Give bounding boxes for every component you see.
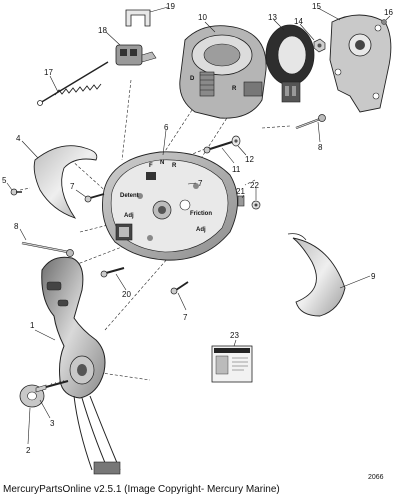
plate-label-n: N — [160, 160, 164, 166]
plate-label-f: F — [149, 163, 153, 169]
copyright-footer: MercuryPartsOnline v2.5.1 (Image Copyrig… — [3, 484, 280, 495]
screw-part-7-lower — [170, 281, 189, 295]
callout-4: 4 — [16, 134, 21, 143]
callout-17: 17 — [44, 68, 53, 77]
nut-part — [313, 38, 326, 53]
plate-label-detent: Detent — [120, 193, 139, 199]
callout-11: 11 — [232, 165, 241, 174]
callout-22: 22 — [250, 181, 259, 190]
plate-label-adj-2: Adj — [196, 227, 206, 233]
callout-21: 21 — [236, 187, 245, 196]
screw-part-7-upper — [84, 193, 105, 203]
shift-module-part: D R — [179, 25, 267, 119]
bolt-part-lower — [21, 241, 74, 257]
callout-8-left: 8 — [14, 222, 19, 231]
washer-part-12 — [231, 135, 241, 147]
crescent-cover-part — [287, 233, 346, 317]
assembly-lines — [19, 79, 291, 381]
screw-part-5 — [10, 188, 22, 196]
handle-part — [41, 256, 121, 475]
spring-cable-part — [37, 61, 109, 106]
callout-10: 10 — [198, 13, 207, 22]
figure-number: 2066 — [368, 474, 384, 481]
callout-15: 15 — [312, 2, 321, 11]
callout-23: 23 — [230, 331, 239, 340]
callout-7-upper: 7 — [70, 182, 75, 191]
bolt-part-upper — [295, 114, 326, 130]
bracket-clip-part — [125, 9, 151, 27]
upper-cover-part — [33, 145, 98, 219]
callout-6: 6 — [164, 123, 169, 132]
callout-13: 13 — [268, 13, 277, 22]
callout-3: 3 — [50, 419, 55, 428]
module-letter-d: D — [190, 76, 195, 82]
callout-7-lower: 7 — [183, 313, 188, 322]
callout-2: 2 — [26, 446, 31, 455]
leader-lines — [6, 6, 391, 445]
callout-20: 20 — [122, 290, 131, 299]
callout-19: 19 — [166, 2, 175, 11]
callout-8-right: 8 — [318, 143, 323, 152]
plate-label-adj: Adj — [124, 213, 134, 219]
module-letter-r: R — [232, 86, 237, 92]
callout-16: 16 — [384, 8, 393, 17]
callout-numbers: 1 2 3 4 5 6 7 7 7 8 8 9 10 11 12 13 14 1… — [2, 2, 393, 455]
main-plate-part: F N R Detent Adj Friction Adj — [101, 151, 238, 261]
callout-9: 9 — [371, 272, 376, 281]
plate-label-friction: Friction — [190, 211, 212, 217]
plate-label-r: R — [172, 163, 177, 169]
callout-1: 1 — [30, 321, 35, 330]
callout-5: 5 — [2, 176, 7, 185]
callout-7-mid: 7 — [198, 179, 203, 188]
fastener-part-21 — [237, 195, 245, 207]
callout-12: 12 — [245, 155, 254, 164]
mounting-plate-part — [329, 14, 392, 113]
fastener-part-22 — [251, 200, 261, 210]
connector-part — [115, 44, 157, 66]
screw-part-11 — [203, 141, 233, 154]
decal-part — [211, 345, 253, 383]
screw-part-20 — [100, 267, 125, 278]
sensor-ring-part — [265, 24, 315, 103]
callout-14: 14 — [294, 17, 303, 26]
callout-18: 18 — [98, 26, 107, 35]
screw-part-3 — [35, 379, 69, 393]
